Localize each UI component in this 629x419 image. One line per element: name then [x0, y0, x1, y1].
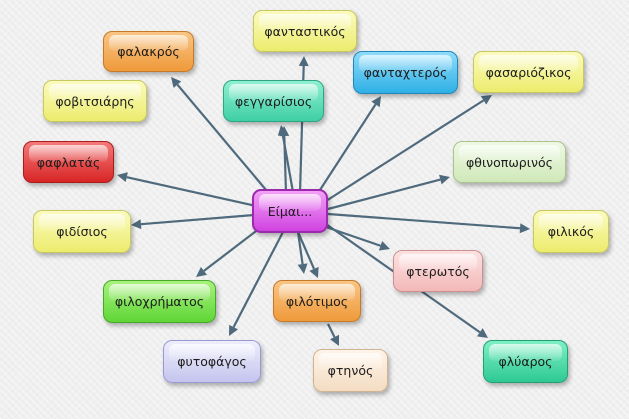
node-fliaros[interactable]: φλύαρος — [483, 340, 568, 383]
node-label: φτερωτός — [406, 263, 470, 279]
connector-line — [281, 134, 295, 193]
node-label: φιλοχρήματος — [114, 294, 205, 309]
arrowhead — [309, 266, 319, 278]
arrowhead — [171, 77, 182, 88]
node-label: φιδίσιος — [56, 224, 108, 239]
arrowhead — [439, 174, 450, 185]
arrowhead — [480, 95, 492, 105]
arrowhead — [476, 328, 488, 338]
arrowhead — [330, 334, 339, 346]
node-label: φιλικός — [547, 224, 595, 239]
arrowhead — [277, 125, 288, 136]
node-fidisios[interactable]: φιδίσιος — [33, 210, 131, 253]
node-fantaxteros[interactable]: φανταχτερός — [353, 51, 458, 94]
node-fantastikos[interactable]: φανταστικός — [253, 10, 357, 52]
connector-line — [126, 176, 257, 208]
node-filoxrimatos[interactable]: φιλοχρήματος — [103, 280, 216, 323]
arrowhead — [117, 172, 128, 183]
arrowhead — [196, 266, 207, 277]
node-label: φοβιτσιάρης — [55, 93, 135, 109]
node-label: φαλακρός — [117, 44, 180, 59]
arrowhead — [131, 219, 142, 230]
center-node[interactable]: Είμαι... — [252, 189, 328, 233]
node-label: φλύαρος — [498, 354, 553, 369]
node-label: φιλότιμος — [285, 293, 349, 309]
node-fovitsiaris[interactable]: φοβιτσιάρης — [43, 80, 147, 122]
node-label: φυτοφάγος — [177, 354, 247, 369]
node-fasariozikos[interactable]: φασαριόζικος — [473, 51, 584, 93]
arrowhead — [298, 56, 309, 67]
connector-line — [140, 213, 255, 226]
node-label: φασαριόζικος — [485, 64, 572, 80]
connector-line — [203, 227, 261, 272]
center-node-label: Είμαι... — [267, 203, 313, 219]
connector-line — [325, 99, 485, 202]
connector-line — [327, 178, 441, 211]
node-label: φανταχτερός — [363, 65, 448, 80]
node-filotimos[interactable]: φιλότιμος — [273, 280, 361, 322]
node-feggarisios[interactable]: φεγγαρίσιος — [223, 80, 324, 122]
node-label: φαφλατάς — [36, 154, 101, 170]
node-label: φεγγαρίσιος — [234, 93, 313, 109]
node-label: φανταστικός — [264, 23, 346, 39]
node-fafflatas[interactable]: φαφλατάς — [23, 141, 114, 183]
connector-line — [296, 231, 316, 270]
node-label: φτηνός — [327, 363, 374, 378]
node-fytofagos[interactable]: φυτοφάγος — [163, 340, 261, 383]
connector-line — [296, 231, 304, 265]
node-falakros[interactable]: φαλακρός — [103, 31, 194, 72]
connector-line — [327, 323, 336, 338]
node-label: φθινοπωρινός — [466, 154, 553, 170]
connector-line — [327, 212, 521, 230]
connector-line — [176, 83, 273, 198]
connector-line — [232, 231, 284, 328]
arrowhead — [297, 263, 308, 274]
connector-line — [317, 103, 377, 194]
node-fthinoporinos[interactable]: φθινοπωρινός — [453, 141, 566, 183]
node-fterotos[interactable]: φτερωτός — [393, 250, 483, 292]
arrowhead — [229, 324, 239, 336]
node-filikos[interactable]: φιλικός — [533, 210, 609, 253]
arrowhead — [371, 96, 381, 108]
arrowhead — [519, 223, 530, 234]
node-fthinos[interactable]: φτηνός — [313, 349, 388, 392]
arrowhead — [378, 241, 390, 251]
